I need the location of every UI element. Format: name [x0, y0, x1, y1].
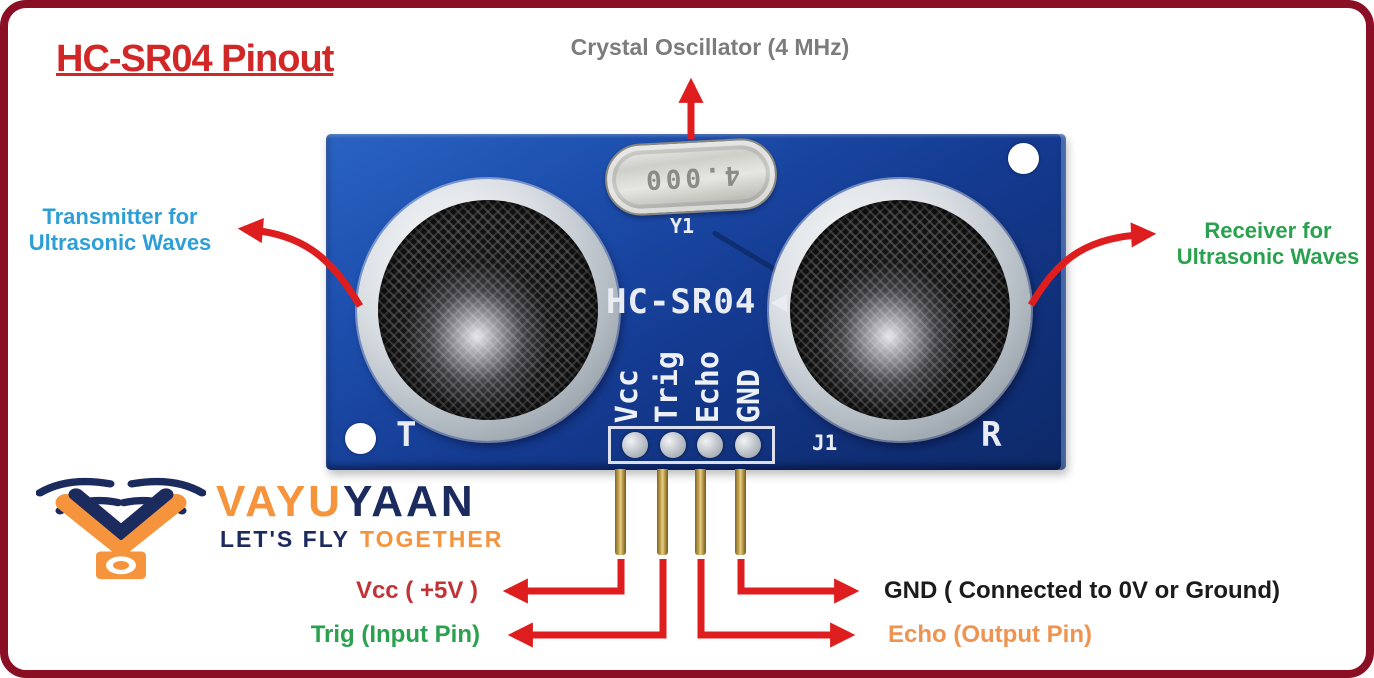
pin-echo	[695, 469, 706, 555]
gnd-annotation: GND ( Connected to 0V or Ground)	[884, 577, 1280, 604]
page-title: HC-SR04 Pinout	[56, 38, 334, 80]
connector-ref-designator: J1	[812, 431, 838, 455]
crystal-marking: 4.000	[641, 159, 741, 195]
pin-vcc	[615, 469, 626, 555]
solder-pad	[697, 432, 724, 458]
echo-arrow	[697, 559, 856, 648]
pin-gnd	[735, 469, 746, 555]
crystal-ref-designator: Y1	[670, 214, 695, 238]
pin-label-echo: Echo	[691, 350, 726, 423]
receiver-mesh	[790, 200, 1010, 420]
brand-wordmark: VAYUYAAN	[216, 477, 476, 527]
receiver-label-line2: Ultrasonic Waves	[1176, 243, 1360, 269]
solder-pad	[622, 432, 649, 458]
tagline-part-lets-fly: LET'S FLY	[220, 526, 350, 552]
transmitter-label: Transmitter for Ultrasonic Waves	[20, 204, 220, 256]
vcc-arrow	[502, 559, 625, 604]
board-model-silkscreen: HC-SR04	[606, 282, 757, 322]
solder-pad	[734, 432, 761, 458]
transmitter-label-line1: Transmitter for	[42, 204, 198, 229]
vcc-annotation: Vcc ( +5V )	[355, 577, 478, 604]
solder-pad	[659, 432, 686, 458]
pin-label-trig: Trig	[650, 350, 685, 423]
receiver-transducer	[769, 179, 1031, 441]
transmitter-label-line2: Ultrasonic Waves	[28, 229, 212, 255]
gnd-arrow	[737, 559, 860, 604]
tagline-part-together: TOGETHER	[359, 526, 504, 552]
receiver-label: Receiver for Ultrasonic Waves	[1164, 218, 1366, 270]
echo-annotation: Echo (Output Pin)	[888, 621, 1092, 648]
receiver-mark: R	[981, 415, 1002, 455]
silkscreen-arrow-icon	[771, 294, 787, 312]
mounting-hole	[345, 423, 376, 454]
vayuyaan-drone-logo-icon	[36, 477, 206, 580]
transmitter-mesh	[378, 200, 598, 420]
receiver-label-line1: Receiver for	[1204, 218, 1332, 243]
brand-tagline: LET'S FLY TOGETHER	[220, 526, 503, 553]
transmitter-mark: T	[396, 415, 417, 455]
pin-label-gnd: GND	[732, 368, 767, 423]
crystal-oscillator: 4.000	[603, 136, 779, 218]
mounting-hole	[1008, 143, 1039, 174]
hc-sr04-board: 4.000 Y1 HC-SR04 T R J1 Vcc Trig Echo GN…	[326, 134, 1066, 470]
pin-trig	[657, 469, 668, 555]
trig-annotation: Trig (Input Pin)	[310, 621, 480, 648]
brand-part-vayu: VAYU	[216, 477, 343, 526]
transmitter-transducer	[357, 179, 619, 441]
crystal-oscillator-label: Crystal Oscillator (4 MHz)	[570, 34, 850, 60]
trig-arrow	[507, 559, 667, 648]
pin-label-vcc: Vcc	[610, 368, 645, 423]
pin-header-pad-box	[608, 426, 775, 464]
brand-part-yaan: YAAN	[342, 477, 476, 526]
